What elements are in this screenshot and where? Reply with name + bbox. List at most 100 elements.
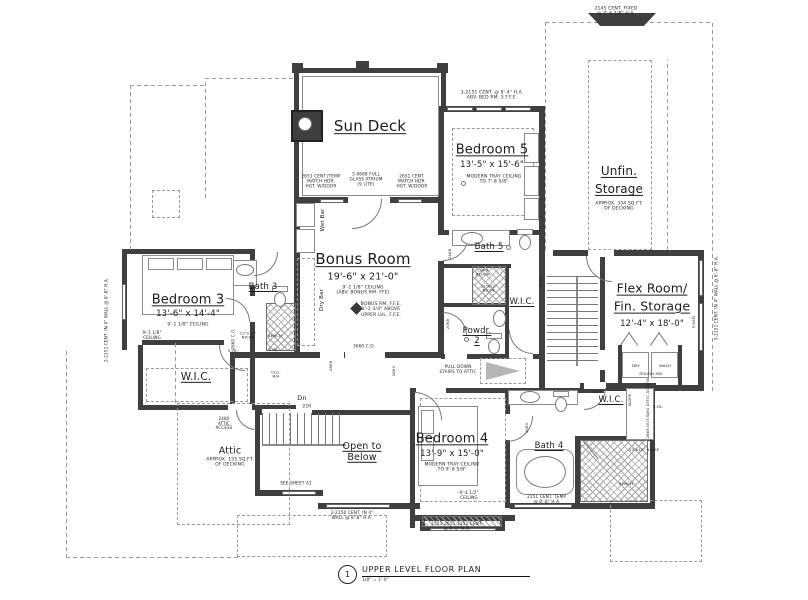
stair-tread bbox=[339, 413, 340, 445]
stair-tread bbox=[547, 325, 598, 326]
stair-tread bbox=[547, 339, 598, 340]
roof-dash-line bbox=[667, 60, 668, 250]
label-fixed: FIXED bbox=[690, 316, 696, 328]
wall-segment bbox=[441, 68, 446, 111]
label-bonus-room: Bonus Room bbox=[315, 250, 411, 269]
stair-tread bbox=[290, 413, 291, 445]
label-2660: 2660 bbox=[390, 365, 396, 377]
label-2151-cent-temp-8-8-h-a: 2151 CENT. TEMP. @ 8'-8" H.A. bbox=[527, 494, 567, 504]
label-w-i-c: W.I.C. bbox=[598, 394, 624, 405]
door-swing-arc bbox=[414, 392, 442, 420]
sink-basin bbox=[520, 391, 540, 403]
label-2868: 2868 bbox=[327, 360, 333, 372]
label-open-to-below: Open to Below bbox=[342, 440, 382, 463]
label-13-9-x-15-0: 13'-9" x 15'-0" bbox=[420, 448, 484, 459]
wall-segment bbox=[618, 345, 622, 385]
label-3-0668-full-glass-atrium-9-l: 3-0668 FULL GLASS ATRIUM (9 LITE) bbox=[349, 171, 383, 187]
label-2651-cent-temp-match-hdr-hgt: 2651 CENT./TEMP MATCH HDR. HGT. W/DOOR bbox=[301, 173, 341, 189]
window bbox=[122, 284, 126, 320]
label-3660-c-o: 3660 C.O. bbox=[352, 343, 376, 349]
label-bench: BENCH bbox=[618, 480, 634, 486]
label-12-x12-niche: 12"x12" NICHE bbox=[239, 330, 257, 340]
roof-dash-line bbox=[205, 78, 295, 79]
toilet-tank bbox=[553, 391, 569, 397]
wall-segment bbox=[437, 63, 448, 73]
label-dn: Dn bbox=[297, 394, 307, 403]
wall-segment bbox=[600, 250, 605, 350]
roof-dash-line bbox=[205, 78, 206, 198]
label-bath-3: Bath 3 bbox=[248, 281, 278, 292]
attic-stair-triangle bbox=[486, 362, 520, 380]
label-2068: 2068 bbox=[444, 318, 450, 330]
wall-segment bbox=[255, 410, 260, 495]
tile-hatch bbox=[472, 266, 506, 305]
label-12-4-x-18-0: 12'-4" x 18'-0" bbox=[620, 318, 684, 329]
label-bedroom-5: Bedroom 5 bbox=[455, 142, 529, 158]
wall-segment bbox=[410, 388, 415, 528]
wall-segment bbox=[138, 345, 143, 410]
wall-opening bbox=[584, 382, 606, 389]
sink-basin bbox=[236, 264, 254, 276]
label-bedroom-4: Bedroom 4 bbox=[415, 431, 489, 447]
plan-line bbox=[658, 332, 669, 346]
stair-tread bbox=[304, 413, 305, 445]
dashed-outline bbox=[152, 190, 180, 218]
tile-hatch bbox=[266, 303, 296, 351]
title-block: 1 UPPER LEVEL FLOOR PLAN 1/8" = 1'-0" bbox=[338, 565, 530, 584]
label-dry: DRY bbox=[631, 362, 641, 368]
window bbox=[476, 107, 502, 111]
label-powdr-2: Powdr. 2 bbox=[462, 325, 492, 346]
wall-segment bbox=[258, 410, 410, 415]
label-13-6-x-14-4: 13'-6" x 14'-4" bbox=[156, 308, 220, 319]
stair-tread bbox=[547, 290, 598, 291]
stair-tread bbox=[318, 413, 319, 445]
wall-opening bbox=[416, 387, 446, 394]
window bbox=[282, 491, 316, 495]
label-fin-storage: Fin. Storage bbox=[613, 298, 691, 314]
toilet-bowl bbox=[519, 235, 531, 250]
title-block-text: UPPER LEVEL FLOOR PLAN 1/8" = 1'-0" bbox=[362, 565, 530, 583]
stair-tread bbox=[547, 304, 598, 305]
stair-tread bbox=[297, 413, 298, 445]
stair-tread bbox=[547, 360, 598, 361]
stair-tread bbox=[332, 413, 333, 445]
label-2668-out-swg-attic-access: 2668 OUT-SWG ATTIC ACCESS bbox=[644, 377, 650, 439]
label-w-i-c: W.I.C. bbox=[180, 370, 212, 383]
label-3-2151-cent-8-4-h-a-abv-bed-: 3-2151 CENT. @ 8'-4" H.A. ABV. BED RM. 5… bbox=[460, 90, 524, 101]
stair-tread bbox=[269, 413, 270, 445]
window bbox=[430, 528, 496, 531]
label-pull-down-stairs-to-attic: PULL-DOWN STAIRS TO ATTIC bbox=[439, 364, 477, 374]
window bbox=[699, 260, 703, 296]
stair-tread bbox=[325, 413, 326, 445]
label-bath-5: Bath 5 bbox=[474, 241, 504, 252]
dashed-outline bbox=[297, 258, 315, 346]
wall-segment bbox=[142, 340, 254, 345]
roof-dash-line bbox=[175, 340, 176, 403]
roof-dash-line bbox=[545, 22, 546, 250]
plan-number-badge: 1 bbox=[338, 565, 357, 584]
fixture-outline bbox=[651, 352, 678, 378]
label-9-1-1-8-ceiling: 9'-1 1/8" CEILING bbox=[142, 330, 162, 340]
label-wash: WASH bbox=[658, 362, 672, 368]
label-3-2151-cent-in-4-wall-8-8-h-: 3-2151 CENT. IN 4" WALL @ 8'-8" H.A. bbox=[713, 255, 719, 341]
wall-segment bbox=[294, 68, 446, 73]
wall-segment bbox=[650, 436, 655, 506]
fixture-outline bbox=[524, 198, 539, 220]
window bbox=[505, 107, 531, 111]
note-circle-marker bbox=[464, 337, 469, 342]
toilet-bowl bbox=[555, 397, 567, 412]
label-flex-room: Flex Room/ bbox=[616, 280, 688, 296]
label-12-x12-niche: 12"x12" NICHE bbox=[480, 283, 498, 293]
fixture-outline bbox=[524, 166, 539, 196]
window bbox=[514, 504, 572, 508]
window bbox=[447, 107, 473, 111]
deck-grill-circle bbox=[298, 117, 312, 131]
wall-opening bbox=[255, 248, 279, 255]
door-swing-arc bbox=[509, 330, 533, 354]
label-dry-bar: Dry Bar bbox=[318, 289, 325, 311]
wall-segment bbox=[600, 370, 605, 390]
fixture-outline bbox=[296, 229, 315, 253]
fixture-outline bbox=[177, 258, 203, 270]
label-9-1-1-8-ceiling: 9'-1 1/8" CEILING bbox=[167, 322, 209, 328]
